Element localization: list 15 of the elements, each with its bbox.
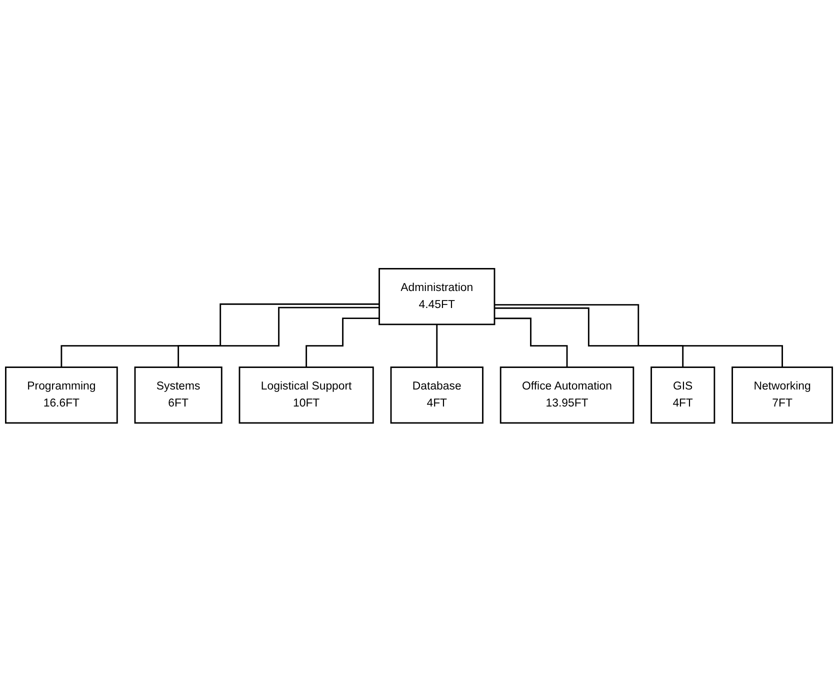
node-box: Logistical Support 10FT	[238, 366, 374, 424]
connector	[306, 318, 380, 368]
connector	[436, 324, 438, 368]
connector	[494, 304, 783, 368]
node-box: Systems 6FT	[134, 366, 222, 424]
node-box: Database 4FT	[390, 366, 484, 424]
connector	[494, 318, 568, 368]
connector	[494, 308, 684, 368]
node-box: Networking 7FT	[732, 366, 833, 424]
node-box: Office Automation 13.95FT	[500, 366, 634, 424]
node-box: Administration 4.45FT	[378, 268, 496, 326]
connector	[178, 307, 380, 368]
node-box: GIS 4FT	[650, 366, 716, 424]
node-box: Programming 16.6FT	[5, 366, 118, 424]
connector	[60, 304, 380, 368]
